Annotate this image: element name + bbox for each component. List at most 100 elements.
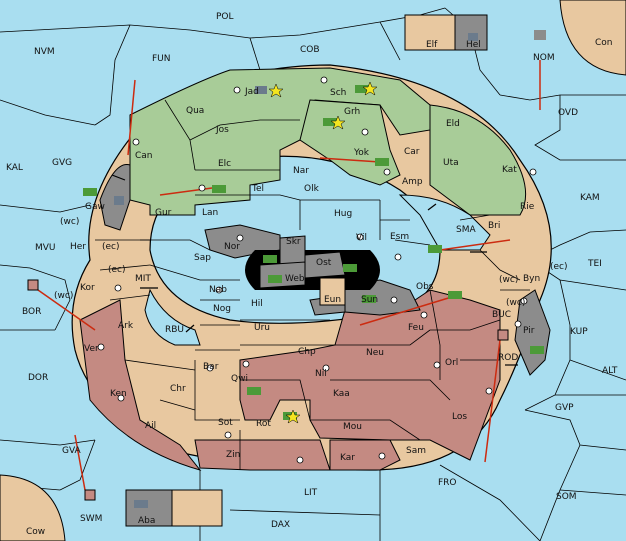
svg-text:Amp: Amp bbox=[402, 177, 423, 187]
province-labels: Elf Qua Jos Elc Car Amp Hug Esm Vil Her … bbox=[70, 40, 540, 526]
province-kar-region bbox=[329, 439, 401, 471]
sea-label: GVP bbox=[555, 403, 574, 413]
svg-text:Gaw: Gaw bbox=[85, 202, 105, 212]
province-orn[interactable] bbox=[171, 489, 223, 527]
province-eun[interactable] bbox=[319, 277, 346, 306]
star-icon bbox=[362, 81, 378, 96]
svg-text:Elc: Elc bbox=[218, 159, 231, 169]
svg-text:Skr: Skr bbox=[286, 237, 301, 247]
svg-text:Jad: Jad bbox=[244, 87, 259, 97]
svg-text:Byn: Byn bbox=[523, 274, 540, 284]
svg-text:Feu: Feu bbox=[408, 323, 424, 333]
sea-label: DOR bbox=[28, 373, 48, 383]
province-zin-region bbox=[194, 439, 331, 471]
province-borders bbox=[95, 99, 530, 470]
svg-text:Gur: Gur bbox=[155, 208, 172, 218]
svg-text:Hil: Hil bbox=[251, 299, 263, 309]
red-territory-west bbox=[79, 299, 202, 471]
svg-text:Orl: Orl bbox=[445, 358, 458, 368]
svg-text:Web: Web bbox=[285, 274, 305, 284]
sea-label: COB bbox=[300, 45, 320, 55]
fleet-unit-icon bbox=[134, 500, 148, 508]
svg-text:Kar: Kar bbox=[340, 453, 355, 463]
svg-text:Sap: Sap bbox=[194, 253, 211, 263]
army-unit-icon bbox=[323, 118, 337, 126]
svg-text:Nab: Nab bbox=[209, 285, 227, 295]
army-unit-icon bbox=[375, 158, 389, 166]
sea-label: NVM bbox=[34, 47, 55, 57]
svg-text:Los: Los bbox=[452, 412, 467, 422]
sea-label: ALT bbox=[602, 366, 618, 376]
sea-label: GVG bbox=[52, 158, 72, 168]
svg-text:Kaa: Kaa bbox=[333, 389, 350, 399]
svg-text:Nil: Nil bbox=[315, 369, 327, 379]
svg-text:Her: Her bbox=[70, 242, 86, 252]
sea-label: MIT bbox=[135, 274, 151, 284]
red-territory-south bbox=[239, 289, 501, 461]
svg-text:(wc): (wc) bbox=[60, 217, 79, 227]
svg-text:Esm: Esm bbox=[390, 232, 409, 242]
fleet-unit-icon bbox=[534, 30, 546, 40]
unit-marker-icon bbox=[497, 329, 509, 341]
star-icon bbox=[330, 115, 346, 130]
fleet-unit-icon bbox=[114, 196, 124, 205]
units bbox=[27, 30, 546, 508]
army-unit-icon bbox=[343, 264, 357, 272]
province-hel[interactable] bbox=[454, 14, 488, 51]
sea-label: SMA bbox=[456, 225, 476, 235]
sea-label: BOR bbox=[22, 307, 41, 317]
sea-label: POL bbox=[216, 12, 234, 22]
svg-text:Tel: Tel bbox=[251, 184, 264, 194]
sea-label: ROD bbox=[498, 353, 518, 363]
svg-text:Nog: Nog bbox=[213, 304, 231, 314]
svg-text:Elf: Elf bbox=[426, 40, 438, 50]
svg-text:Eld: Eld bbox=[446, 119, 460, 129]
svg-text:Ost: Ost bbox=[316, 258, 332, 268]
unit-marker-icon bbox=[27, 279, 39, 291]
army-unit-icon bbox=[263, 255, 277, 263]
star-icon bbox=[268, 83, 284, 98]
svg-text:Jos: Jos bbox=[215, 125, 229, 135]
svg-text:Ver: Ver bbox=[84, 344, 99, 354]
sea-label: SOM bbox=[556, 492, 577, 502]
army-unit-icon bbox=[268, 275, 282, 283]
svg-text:Nar: Nar bbox=[293, 166, 309, 176]
sea-label: Cow bbox=[26, 527, 45, 537]
svg-text:Mou: Mou bbox=[343, 422, 362, 432]
svg-text:Chp: Chp bbox=[298, 347, 316, 357]
fleet-unit-icon bbox=[468, 33, 478, 41]
svg-text:Nor: Nor bbox=[224, 242, 240, 252]
svg-text:Kor: Kor bbox=[80, 283, 95, 293]
svg-text:Kat: Kat bbox=[502, 165, 517, 175]
sea-sma[interactable] bbox=[398, 194, 491, 251]
svg-text:Car: Car bbox=[404, 147, 420, 157]
svg-text:Neu: Neu bbox=[366, 348, 384, 358]
sea-label: SWM bbox=[80, 514, 102, 524]
svg-text:Eun: Eun bbox=[324, 295, 341, 305]
svg-text:Lan: Lan bbox=[202, 208, 218, 218]
svg-text:Zin: Zin bbox=[226, 450, 240, 460]
svg-text:(wc): (wc) bbox=[54, 291, 73, 301]
sea-label: BUC bbox=[492, 310, 511, 320]
svg-text:Uta: Uta bbox=[443, 158, 459, 168]
svg-text:Uru: Uru bbox=[254, 323, 270, 333]
army-unit-icon bbox=[212, 185, 226, 193]
army-unit-icon bbox=[83, 188, 97, 196]
sea-label: OVD bbox=[558, 108, 578, 118]
svg-text:Qwi: Qwi bbox=[231, 374, 248, 384]
svg-text:Grh: Grh bbox=[344, 107, 360, 117]
svg-text:Olk: Olk bbox=[304, 184, 320, 194]
svg-text:Sot: Sot bbox=[218, 418, 233, 428]
sea-label: KAM bbox=[580, 193, 600, 203]
army-unit-icon bbox=[247, 387, 261, 395]
sea-label: RBU bbox=[165, 325, 184, 335]
svg-text:Bri: Bri bbox=[488, 221, 500, 231]
sea-label: Con bbox=[595, 38, 613, 48]
army-unit-icon bbox=[448, 291, 462, 299]
svg-text:Rot: Rot bbox=[256, 419, 271, 429]
sea-label: FRO bbox=[438, 478, 457, 488]
sea-label: TEI bbox=[587, 259, 602, 269]
province-elf[interactable] bbox=[404, 14, 456, 51]
svg-text:Qua: Qua bbox=[186, 106, 204, 116]
fleet-unit-icon bbox=[255, 86, 267, 94]
